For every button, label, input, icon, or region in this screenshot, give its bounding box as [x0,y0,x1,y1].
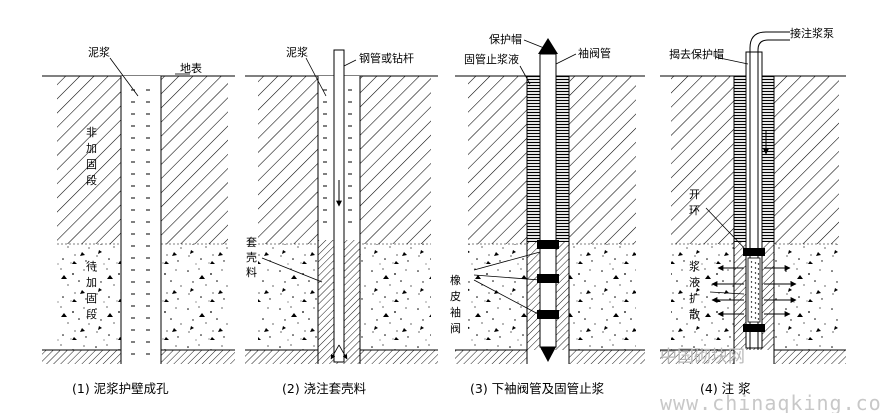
grout-dot [757,303,760,305]
grout-dot [754,282,757,284]
svg-text:阀: 阀 [450,321,461,335]
rubber-sleeve [537,240,559,249]
packer [743,324,765,332]
svg-text:散: 散 [689,307,700,321]
grout-dot [754,277,757,279]
grout-dot [757,268,760,270]
grout-dot [750,301,753,303]
label-rubber-sleeve-valve: 橡 皮 袖 阀 [450,274,461,335]
grout-dot [754,272,757,274]
svg-text:段: 段 [86,307,97,321]
label-open-ring: 开 环 [689,188,700,217]
grout-dot [754,307,757,309]
grout-dot [750,311,753,313]
grout-dot [757,293,760,295]
label-mud: 泥浆 [88,45,110,59]
injection-pipe [749,31,790,350]
grout-dot [757,273,760,275]
label-sealing-grout: 固管止浆液 [464,52,519,66]
svg-text:橡: 橡 [450,274,461,287]
grout-dot [754,267,757,269]
pipe-tip [540,347,556,362]
borehole [121,76,161,364]
svg-text:套: 套 [246,236,257,249]
grout-dot [757,288,760,290]
caption-4: (4) 注 浆 [700,381,751,396]
grout-dot [750,316,753,318]
packer [743,248,765,256]
grouting-section [747,257,761,323]
grout-dot [754,297,757,299]
panel-2: 泥浆 钢管或钻杆 套 壳 料 (2) 浇注套壳料 [245,45,438,396]
grout-dot [757,313,760,315]
grout-dot [754,292,757,294]
svg-text:袖: 袖 [450,305,461,319]
svg-text:液: 液 [689,275,700,289]
label-ground-surface: 地表 [180,61,202,75]
mud-marks [323,89,352,223]
panel-3: 保护帽 袖阀管 固管止浆液 橡 皮 袖 阀 (3) 下袖阀管及固管止浆 [450,32,645,396]
grout-dot [750,281,753,283]
protective-cap [538,38,558,54]
label-sleeve-material: 套 壳 料 [246,236,257,279]
svg-text:扩: 扩 [689,291,700,305]
grout-dot [754,287,757,289]
svg-text:固: 固 [86,158,97,171]
caption-2: (2) 浇注套壳料 [282,381,367,396]
grout-dots [750,261,760,320]
svg-text:段: 段 [86,173,97,187]
svg-text:环: 环 [689,204,700,217]
svg-text:非: 非 [86,126,97,139]
svg-text:料: 料 [246,265,257,279]
svg-text:皮: 皮 [450,290,461,303]
grout-dot [757,263,760,265]
label-remove-cap: 揭去保护帽 [669,47,724,61]
label-mud: 泥浆 [286,45,308,59]
grout-dot [750,306,753,308]
svg-text:浆: 浆 [689,259,700,273]
grout-dot [754,262,757,264]
grout-dot [750,266,753,268]
grout-dot [750,291,753,293]
caption-1: (1) 泥浆护壁成孔 [72,381,169,396]
svg-text:开: 开 [689,188,700,201]
label-grout-pump: 接注浆泵 [790,26,834,40]
svg-text:待: 待 [86,259,97,273]
svg-text:壳: 壳 [246,250,257,264]
grout-dot [757,318,760,320]
panel-4: 揭去保护帽 接注浆泵 开 环 浆 液 扩 散 (4) 注 浆 [660,26,846,396]
grout-dot [750,286,753,288]
svg-text:加: 加 [86,142,97,155]
grout-dot [757,308,760,310]
label-non-reinforced-section: 非 加 固 段 [86,126,97,187]
grout-dot [757,298,760,300]
svg-text:固: 固 [86,292,97,305]
grout-dot [757,278,760,280]
label-sleeve-valve-pipe: 袖阀管 [578,46,611,60]
sleeve-valve-pipe [539,53,557,348]
grout-dot [757,283,760,285]
label-protective-cap: 保护帽 [489,32,522,46]
diffusion-arrows [711,265,797,317]
panel-1: 泥浆 地表 非 加 固 段 待 加 固 段 (1) 泥浆护壁成孔 [42,45,235,396]
caption-3: (3) 下袖阀管及固管止浆 [470,381,605,396]
watermark-url: www.chinaqking.com [660,391,880,413]
mud-marks [131,89,150,355]
grout-dot [750,296,753,298]
grout-dot [750,276,753,278]
grout-dot [750,261,753,263]
svg-text:加: 加 [86,276,97,289]
grout-dot [754,302,757,304]
grout-dot [750,271,753,273]
watermark-site-name: 中国砌块网 [660,347,745,367]
rubber-sleeve [537,274,559,283]
grout-dot [754,312,757,314]
label-steel-pipe: 钢管或钻杆 [359,51,414,65]
label-to-be-reinforced-section: 待 加 固 段 [86,259,97,321]
rubber-sleeve [537,310,559,319]
grout-dot [754,317,757,319]
label-grout-diffusion: 浆 液 扩 散 [689,259,700,321]
